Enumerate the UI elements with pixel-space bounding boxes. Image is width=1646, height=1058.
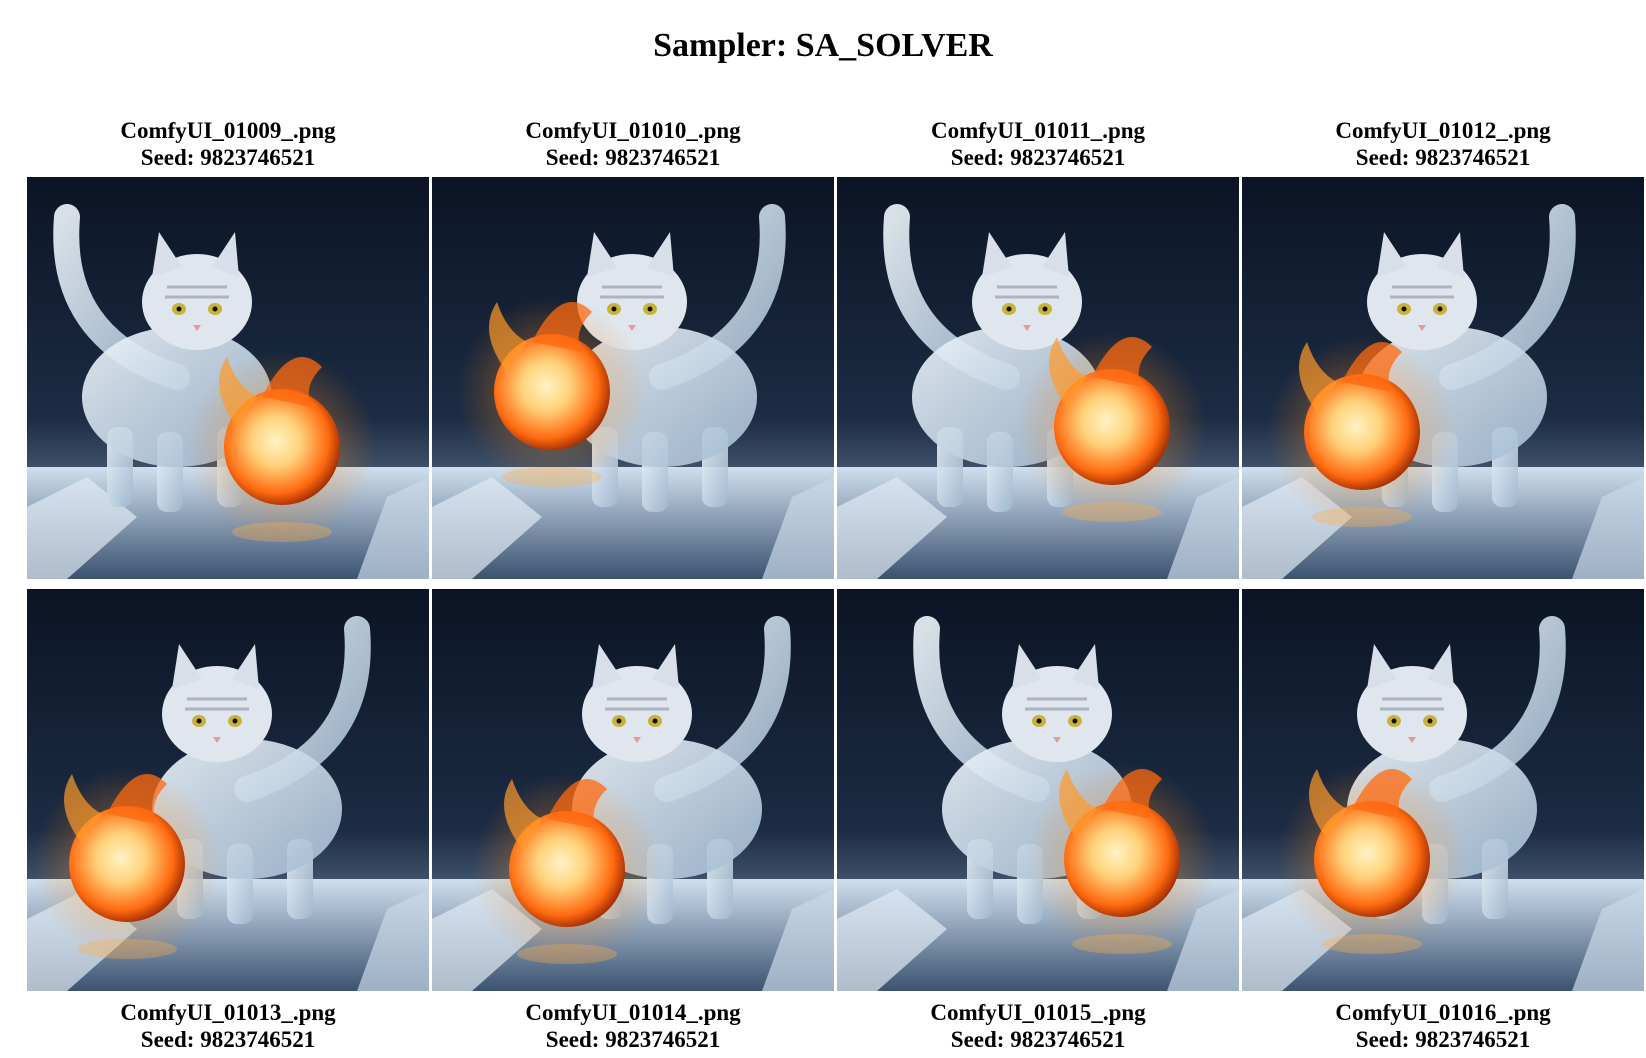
image-cell: ComfyUI_01015_.png Seed: 9823746521	[837, 589, 1239, 1053]
image-cell: ComfyUI_01011_.png Seed: 9823746521	[837, 117, 1239, 579]
ice-cat-fireball-image	[837, 589, 1239, 991]
image-caption: ComfyUI_01013_.png Seed: 9823746521	[27, 999, 429, 1053]
image-seed: Seed: 9823746521	[545, 1027, 721, 1052]
image-caption: ComfyUI_01010_.png Seed: 9823746521	[432, 117, 834, 171]
generated-image[interactable]	[837, 177, 1239, 579]
page-title: Sampler: SA_SOLVER	[653, 27, 993, 64]
image-filename: ComfyUI_01010_.png	[525, 118, 741, 143]
image-caption: ComfyUI_01014_.png Seed: 9823746521	[432, 999, 834, 1053]
image-caption: ComfyUI_01012_.png Seed: 9823746521	[1242, 117, 1644, 171]
image-filename: ComfyUI_01015_.png	[930, 1000, 1146, 1025]
generated-image[interactable]	[27, 589, 429, 991]
image-seed: Seed: 9823746521	[1355, 1027, 1531, 1052]
image-filename: ComfyUI_01013_.png	[120, 1000, 336, 1025]
image-filename: ComfyUI_01012_.png	[1335, 118, 1551, 143]
image-seed: Seed: 9823746521	[140, 1027, 316, 1052]
image-seed: Seed: 9823746521	[1355, 145, 1531, 170]
image-caption: ComfyUI_01011_.png Seed: 9823746521	[837, 117, 1239, 171]
generated-image[interactable]	[1242, 177, 1644, 579]
image-cell: ComfyUI_01010_.png Seed: 9823746521	[432, 117, 834, 579]
image-filename: ComfyUI_01011_.png	[930, 118, 1146, 143]
generated-image[interactable]	[837, 589, 1239, 991]
image-cell: ComfyUI_01014_.png Seed: 9823746521	[432, 589, 834, 1053]
ice-cat-fireball-image	[27, 177, 429, 579]
ice-cat-fireball-image	[837, 177, 1239, 579]
image-seed: Seed: 9823746521	[950, 145, 1126, 170]
image-seed: Seed: 9823746521	[545, 145, 721, 170]
image-cell: ComfyUI_01016_.png Seed: 9823746521	[1242, 589, 1644, 1053]
ice-cat-fireball-image	[1242, 177, 1644, 579]
ice-cat-fireball-image	[432, 589, 834, 991]
image-filename: ComfyUI_01009_.png	[120, 118, 336, 143]
image-seed: Seed: 9823746521	[140, 145, 316, 170]
ice-cat-fireball-image	[432, 177, 834, 579]
ice-cat-fireball-image	[1242, 589, 1644, 991]
image-cell: ComfyUI_01013_.png Seed: 9823746521	[27, 589, 429, 1053]
image-caption: ComfyUI_01016_.png Seed: 9823746521	[1242, 999, 1644, 1053]
ice-cat-fireball-image	[27, 589, 429, 991]
image-seed: Seed: 9823746521	[950, 1027, 1126, 1052]
generated-image[interactable]	[432, 177, 834, 579]
image-cell: ComfyUI_01009_.png Seed: 9823746521	[27, 117, 429, 579]
image-caption: ComfyUI_01015_.png Seed: 9823746521	[837, 999, 1239, 1053]
image-cell: ComfyUI_01012_.png Seed: 9823746521	[1242, 117, 1644, 579]
generated-image[interactable]	[27, 177, 429, 579]
image-caption: ComfyUI_01009_.png Seed: 9823746521	[27, 117, 429, 171]
generated-image[interactable]	[1242, 589, 1644, 991]
image-filename: ComfyUI_01014_.png	[525, 1000, 741, 1025]
generated-image[interactable]	[432, 589, 834, 991]
image-filename: ComfyUI_01016_.png	[1335, 1000, 1551, 1025]
